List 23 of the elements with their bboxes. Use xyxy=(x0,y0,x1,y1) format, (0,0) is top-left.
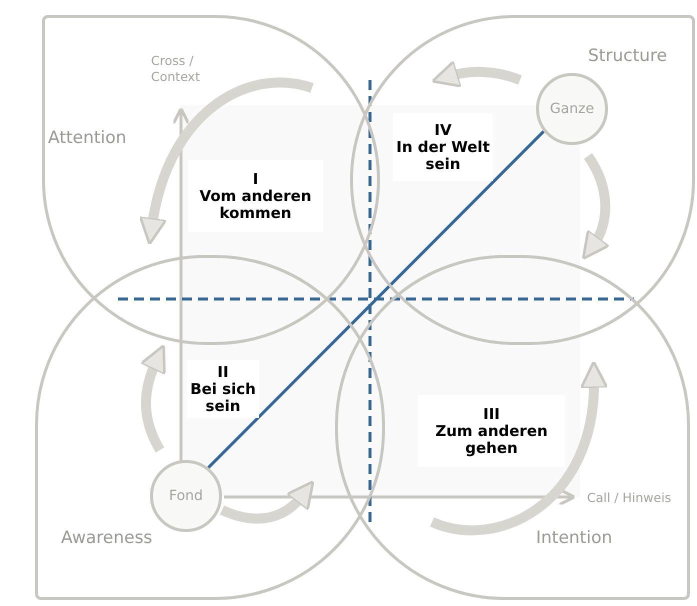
quadrant-title: Vom anderen kommen xyxy=(198,188,312,222)
quadrant-title: Bei sich sein xyxy=(189,380,257,414)
petal-shape xyxy=(350,15,695,345)
petal-shape xyxy=(42,15,380,345)
petal-shape xyxy=(35,255,385,600)
petal-label: Structure xyxy=(588,46,668,66)
circle-node: Ganze xyxy=(536,73,608,145)
quadrant-numeral: IV xyxy=(434,122,452,138)
petal-shape xyxy=(335,255,690,600)
petal-label: Attention xyxy=(48,128,126,148)
quadrant-box xyxy=(187,360,259,418)
quadrant-title: In der Welt sein xyxy=(395,138,491,172)
connector-line xyxy=(207,130,545,469)
axis-label: Call / Hinweis xyxy=(587,490,672,506)
petal-label: Intention xyxy=(536,528,612,548)
petal-label: Awareness xyxy=(61,528,152,548)
quadrant-title: Zum anderen gehen xyxy=(434,422,549,456)
axis-label: Cross / Context xyxy=(151,53,201,85)
quadrant-numeral: III xyxy=(483,406,500,422)
quadrant-numeral: I xyxy=(252,170,258,188)
quadrant-box xyxy=(393,113,493,181)
quadrant-numeral: II xyxy=(217,364,229,380)
circle-node: Fond xyxy=(150,460,222,532)
